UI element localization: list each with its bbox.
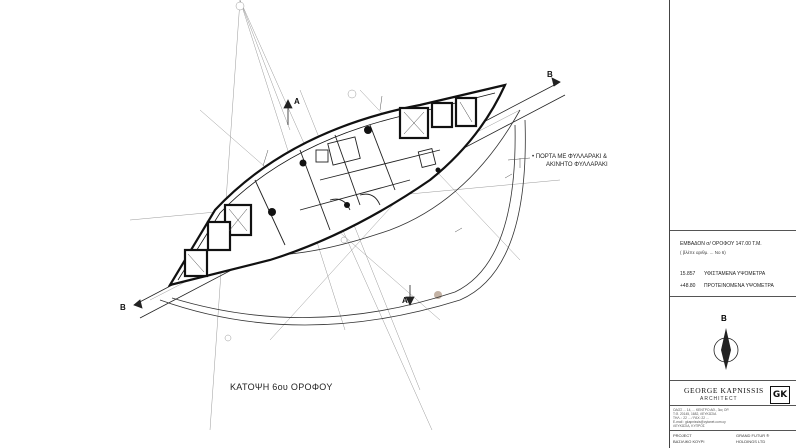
panel-divider <box>670 296 796 297</box>
section-label-b-right: B <box>547 70 553 79</box>
address-line: ΛΕΥΚΩΣΙΑ, ΚΥΠΡΟΣ <box>673 424 705 428</box>
legend-existing-label: ΥΦΙΣΤΑΜΕΝΑ ΥΨΟΜΕΤΡΑ <box>704 271 766 277</box>
panel-divider <box>670 380 796 381</box>
firm-role: ARCHITECT <box>700 396 738 402</box>
legend-proposed-label: ΠΡΟΤΕΙΝΟΜΕΝΑ ΥΨΟΜΕΤΡΑ <box>704 283 774 289</box>
north-arrow-icon <box>713 328 739 370</box>
address-line: ΤΗΛ. : 22 ... / FAX: 22 ... <box>673 416 709 420</box>
address-line: Τ.Θ. 20145, 1682, ΛΕΥΚΩΣΙΑ <box>673 412 717 416</box>
door-note-line2: ΑΚΙΝΗΤΟ ΦΥΛΛΑΡΑΚΙ <box>546 162 608 168</box>
client-line2: HOLDINGS LTD <box>736 439 766 444</box>
floor-area-label: ΕΜΒΑΔΟΝ σ/ ΟΡΟΦΟΥ 147.00 Τ.Μ. <box>680 241 762 247</box>
panel-divider <box>670 430 796 431</box>
shaft-inner-lines <box>187 101 473 273</box>
north-arrow: B <box>706 314 746 374</box>
client-line1: GRAND FUTUR ® <box>736 433 770 438</box>
project-value: ΒΑΣΙΛΙΚΟ ΚΟΥΡΙ <box>673 439 705 444</box>
floor-area-note: ( βλέπε αριθμ. ... No 6) <box>680 250 726 255</box>
note-leader <box>507 157 531 161</box>
project-key: PROJECT <box>673 433 692 438</box>
door-note-line1: • ΠΟΡΤΑ ΜΕ ΦΥΛΛΑΡΑΚΙ & <box>532 154 608 160</box>
firm-name: GEORGE KAPNISSIS <box>684 386 764 395</box>
title-block-panel: ΕΜΒΑΔΟΝ σ/ ΟΡΟΦΟΥ 147.00 Τ.Μ. ( βλέπε αρ… <box>669 0 796 448</box>
floor-plate <box>167 83 507 287</box>
address-line: ΟΔΟΣ ... 14, ... ΚΕΝΤΡΟ ΑΘ., 3ος ΟΡ. <box>673 408 730 412</box>
panel-divider <box>670 230 796 231</box>
firm-logo: GK <box>770 386 790 404</box>
columns <box>268 126 441 216</box>
legend-proposed-code: +48.80 <box>680 283 696 289</box>
panel-divider <box>670 405 796 406</box>
address-line: E-mail : gkapnissis@cytanet.com.cy <box>673 420 726 424</box>
section-label-b-left: B <box>120 303 126 312</box>
section-label-a-top: A <box>294 97 300 106</box>
section-label-a-bottom: A <box>402 296 408 305</box>
section-arrows-a <box>283 99 415 306</box>
north-label: B <box>721 314 727 323</box>
legend-existing-code: 15.857 <box>680 271 696 277</box>
plan-title: ΚΑΤΟΨΗ 6ου ΟΡΟΦΟΥ <box>230 382 333 392</box>
small-guide-circles <box>224 1 442 342</box>
dimension-marks <box>262 95 521 233</box>
